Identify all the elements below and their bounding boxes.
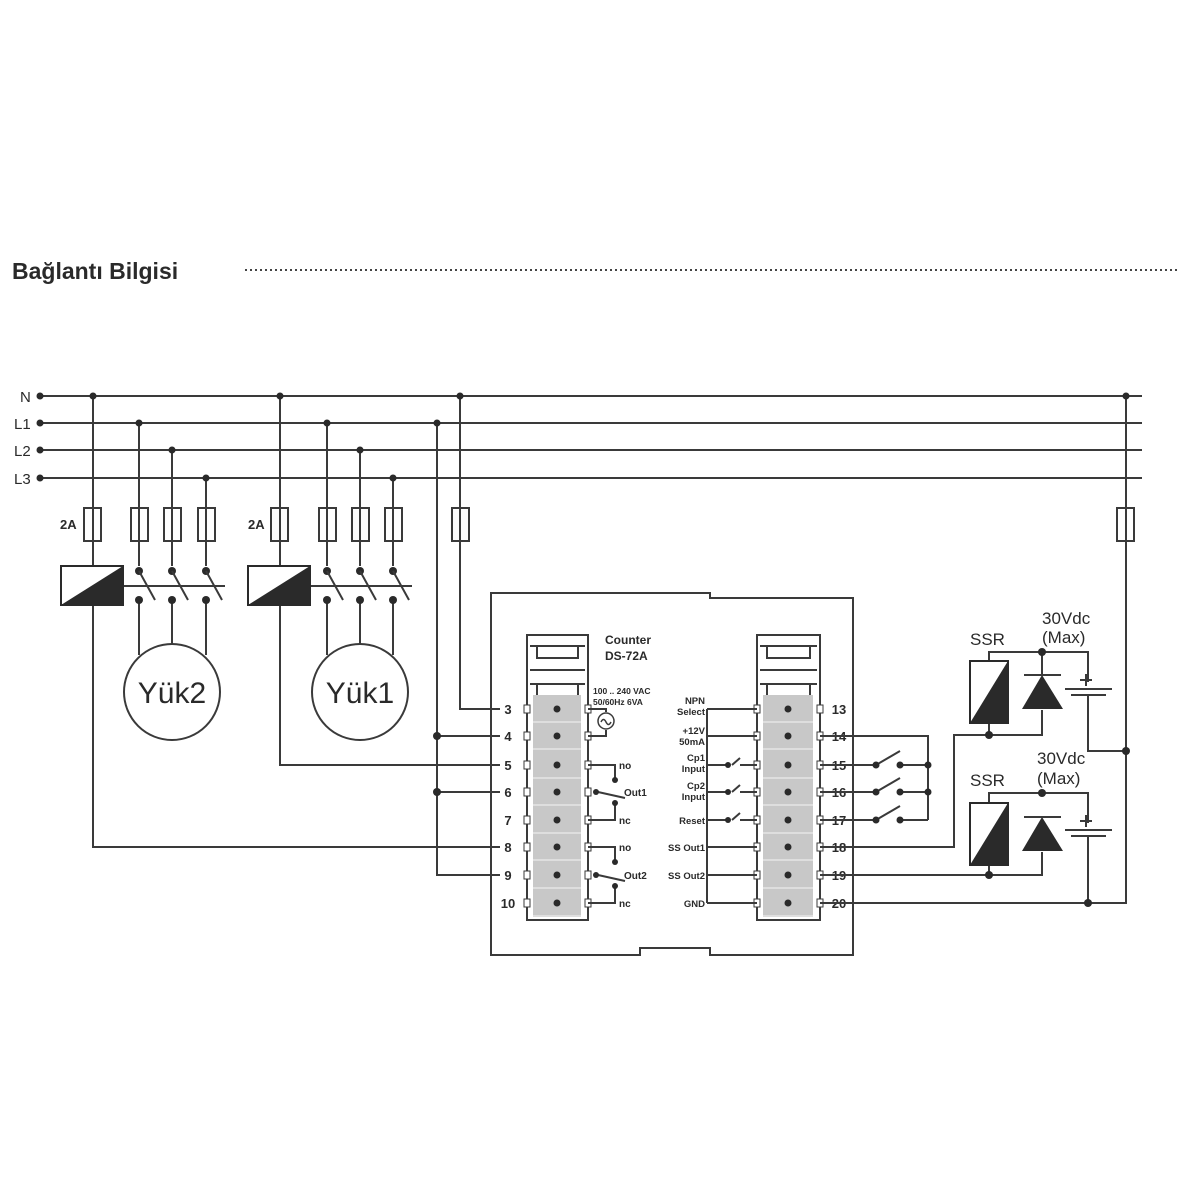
terminal-screw [784, 871, 792, 879]
terminal-clip [584, 787, 592, 797]
fuse-rating-label: 2A [60, 517, 77, 532]
ssr-circuits: SSR 30Vdc (Max) SSR 30Vdc (Max) [820, 392, 1135, 907]
fuse-rating-label: 2A [248, 517, 265, 532]
terminal-label: Cp1 [687, 753, 706, 764]
input-switches [820, 735, 932, 824]
diode-icon [1022, 675, 1063, 709]
terminal-screw [784, 816, 792, 824]
terminal-clip [523, 704, 531, 714]
device-supply-wiring [433, 392, 500, 876]
terminal-label: 50mA [679, 737, 705, 748]
terminal-screw [553, 843, 561, 851]
terminal-screw [784, 705, 792, 713]
device-model: DS-72A [605, 649, 648, 663]
terminal-clip [523, 898, 531, 908]
bus-label-n: N [20, 389, 31, 406]
contactor-load-2: 2A Yük2 [60, 392, 500, 848]
ssr-voltage-max: (Max) [1042, 628, 1085, 647]
diode-icon [1022, 817, 1063, 851]
terminal-number: 6 [504, 785, 511, 800]
terminal-clip [523, 731, 531, 741]
terminal-screw [553, 816, 561, 824]
terminal-label: SS Out1 [668, 843, 706, 854]
terminal-clip [584, 870, 592, 880]
terminal-clip [523, 842, 531, 852]
battery-icon [1065, 674, 1112, 696]
terminal-screw [553, 732, 561, 740]
terminal-number: 9 [504, 868, 511, 883]
supply-rating: 100 .. 240 VAC [593, 686, 651, 696]
supply-rating: 50/60Hz 6VA [593, 697, 643, 707]
terminal-number: 8 [504, 840, 511, 855]
terminal-label: Input [682, 764, 706, 775]
relay-nc-label: nc [619, 816, 631, 827]
ssr-voltage: 30Vdc [1042, 609, 1091, 628]
terminal-number: 3 [504, 702, 511, 717]
relay-nc-label: nc [619, 899, 631, 910]
ssr-label: SSR [970, 630, 1005, 649]
terminal-label: +12V [683, 726, 706, 737]
terminal-label: Select [677, 707, 706, 718]
terminal-clip [523, 787, 531, 797]
bus-label-l3: L3 [14, 471, 31, 488]
terminal-number: 5 [504, 758, 511, 773]
terminal-screw [784, 761, 792, 769]
load-label: Yük1 [326, 677, 394, 710]
terminal-screw [553, 761, 561, 769]
contactor-load-1: 2A Yük1 [247, 392, 500, 766]
motor-load-icon [123, 643, 221, 741]
terminal-screw [784, 732, 792, 740]
terminal-clip [523, 760, 531, 770]
battery-icon [1065, 815, 1112, 837]
device-name: Counter [605, 633, 651, 647]
motor-load-icon [311, 643, 409, 741]
terminal-label: Reset [679, 816, 706, 827]
terminal-clip [523, 815, 531, 825]
power-bus: N L1 L2 L3 [14, 389, 1142, 488]
terminal-screw [553, 705, 561, 713]
terminal-number: 7 [504, 813, 511, 828]
terminal-screw [553, 899, 561, 907]
relay-out2-label: Out2 [624, 871, 647, 882]
relay-out1-label: Out1 [624, 788, 647, 799]
terminal-number: 4 [504, 729, 512, 744]
relay-no-label: no [619, 761, 631, 772]
terminal-label: Cp2 [687, 781, 705, 792]
terminal-clip [523, 870, 531, 880]
load-label: Yük2 [138, 677, 206, 710]
terminal-screw [553, 788, 561, 796]
ssr-label: SSR [970, 771, 1005, 790]
terminal-number: 10 [501, 896, 515, 911]
bus-label-l2: L2 [14, 443, 31, 460]
terminal-label: NPN [685, 696, 705, 707]
terminal-screw [784, 788, 792, 796]
terminal-screw [553, 871, 561, 879]
relay-no-label: no [619, 843, 631, 854]
ssr-voltage-max: (Max) [1037, 769, 1080, 788]
terminal-label: Input [682, 792, 706, 803]
section-title: Bağlantı Bilgisi [12, 258, 178, 284]
terminal-label: GND [684, 899, 705, 910]
counter-device: Counter DS-72A 3 4 5 6 7 8 9 10 13 14 15… [490, 592, 854, 956]
terminal-screw [784, 899, 792, 907]
terminal-clip [816, 704, 824, 714]
terminal-number: 13 [832, 702, 846, 717]
terminal-label: SS Out2 [668, 871, 705, 882]
ssr-voltage: 30Vdc [1037, 749, 1086, 768]
bus-label-l1: L1 [14, 416, 31, 433]
terminal-screw [784, 843, 792, 851]
